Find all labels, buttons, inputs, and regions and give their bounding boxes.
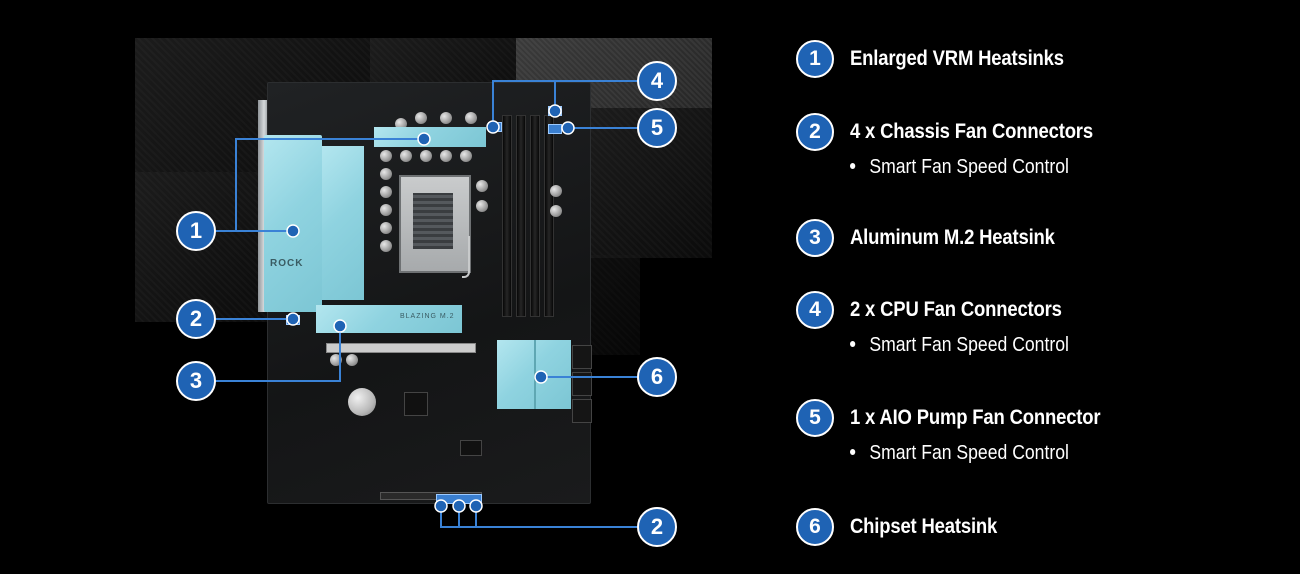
capacitor: [380, 150, 392, 162]
capacitor: [380, 222, 392, 234]
capacitor: [346, 354, 358, 366]
bullet-dot: [850, 340, 856, 347]
m2-heatsink-label: BLAZING M.2: [400, 313, 455, 320]
controller-chip: [404, 392, 428, 416]
vrm-heatsink: [322, 146, 364, 300]
callout-dot: [286, 312, 300, 326]
vrm-heatsink: [264, 135, 322, 312]
dimm-slot: [516, 115, 526, 317]
feature-bullet-text: Smart Fan Speed Control: [869, 442, 1069, 464]
feature-bullet-text: Smart Fan Speed Control: [869, 334, 1069, 356]
callout-dot: [548, 104, 562, 118]
callout-badge-5: 5: [637, 108, 677, 148]
sata-port: [572, 345, 592, 369]
cpu-socket-pins: [413, 193, 453, 249]
callout-badge-4: 4: [637, 61, 677, 101]
feature-title: Enlarged VRM Heatsinks: [850, 47, 1064, 70]
feature-number-badge: 3: [796, 219, 834, 257]
callout-line-3: [216, 326, 341, 382]
feature-number-badge: 5: [796, 399, 834, 437]
callout-line-2-bottom: [440, 506, 637, 528]
cmos-battery: [348, 388, 376, 416]
feature-number-badge: 4: [796, 291, 834, 329]
capacitor: [415, 112, 427, 124]
capacitor: [380, 168, 392, 180]
feature-title: 1 x AIO Pump Fan Connector: [850, 406, 1101, 429]
callout-dot: [561, 121, 575, 135]
capacitor: [440, 112, 452, 124]
feature-title: 2 x CPU Fan Connectors: [850, 298, 1062, 321]
callout-badge-2: 2: [176, 299, 216, 339]
feature-number-badge: 2: [796, 113, 834, 151]
callout-dot: [534, 370, 548, 384]
callout-badge-1: 1: [176, 211, 216, 251]
bullet-dot: [850, 448, 856, 455]
dimm-slot: [530, 115, 540, 317]
feature-bullet-text: Smart Fan Speed Control: [869, 156, 1069, 178]
feature-number-badge: 6: [796, 508, 834, 546]
bullet-dot: [850, 162, 856, 169]
callout-dot: [452, 499, 466, 513]
callout-badge-6: 6: [637, 357, 677, 397]
brand-logo: ROCK: [270, 258, 304, 269]
sata-port: [572, 399, 592, 423]
capacitor: [550, 205, 562, 217]
callout-dot: [434, 499, 448, 513]
capacitor: [476, 200, 488, 212]
capacitor: [440, 150, 452, 162]
callout-badge-2-bottom: 2: [637, 507, 677, 547]
dimm-slot: [502, 115, 512, 317]
capacitor: [550, 185, 562, 197]
capacitor: [380, 204, 392, 216]
capacitor: [460, 150, 472, 162]
capacitor: [400, 150, 412, 162]
feature-title: Aluminum M.2 Heatsink: [850, 226, 1055, 249]
feature-title: 4 x Chassis Fan Connectors: [850, 120, 1093, 143]
callout-badge-3: 3: [176, 361, 216, 401]
capacitor: [380, 240, 392, 252]
callout-line-1: [216, 138, 424, 232]
callout-line-4: [492, 80, 637, 127]
callout-dot: [286, 224, 300, 238]
feature-title: Chipset Heatsink: [850, 515, 998, 538]
capacitor: [380, 186, 392, 198]
feature-bullet: Smart Fan Speed Control: [850, 334, 1069, 357]
capacitor: [476, 180, 488, 192]
pcie-slot: [326, 343, 476, 353]
callout-dot: [417, 132, 431, 146]
controller-chip: [460, 440, 482, 456]
feature-bullet: Smart Fan Speed Control: [850, 442, 1069, 465]
feature-number-badge: 1: [796, 40, 834, 78]
socket-lever: [462, 236, 470, 278]
callout-dot: [469, 499, 483, 513]
callout-dot: [333, 319, 347, 333]
capacitor: [465, 112, 477, 124]
feature-bullet: Smart Fan Speed Control: [850, 156, 1069, 179]
capacitor: [420, 150, 432, 162]
callout-dot: [486, 120, 500, 134]
